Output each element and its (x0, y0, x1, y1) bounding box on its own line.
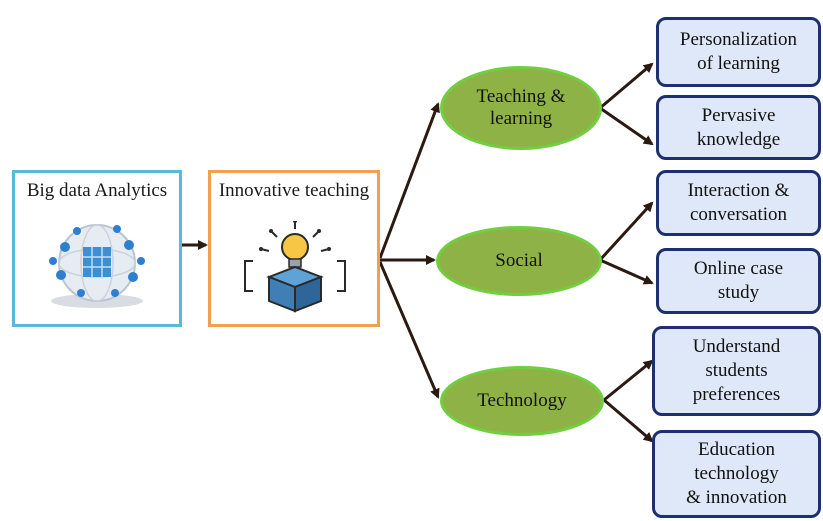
category-label: Technology (477, 390, 567, 411)
arrow-to-pervasive (599, 106, 654, 146)
category-label: Teaching & learning (476, 86, 566, 129)
leaf-label: Pervasive knowledge (696, 104, 781, 150)
category-technology: Technology (440, 366, 604, 436)
leaf-education-technology-innovation: Education technology & innovation (652, 430, 821, 518)
arrow-to-interaction (598, 201, 654, 262)
arrow-to-education (603, 398, 654, 443)
big-data-label: Big data Analytics (26, 180, 168, 201)
category-teaching-learning: Teaching & learning (440, 66, 602, 150)
leaf-label: Interaction & conversation (687, 180, 790, 225)
arrow-to-technology (378, 261, 440, 399)
leaf-interaction-conversation: Interaction & conversation (656, 170, 821, 236)
leaf-label: Education technology & innovation (686, 439, 787, 508)
arrow-to-personalization (599, 62, 654, 110)
big-data-box: Big data Analytics (12, 170, 182, 327)
leaf-personalization-of-learning: Personalization of learning (656, 17, 821, 87)
innovative-teaching-label: Innovative teaching (218, 180, 370, 201)
leaf-label: Understand students preferences (692, 336, 781, 405)
arrow-to-teaching (378, 102, 440, 259)
leaf-understand-students-preferences: Understand students preferences (652, 326, 821, 416)
category-label: Social (495, 250, 543, 271)
leaf-label: Online case study (693, 258, 784, 303)
arrow-to-understand (603, 359, 654, 402)
leaf-label: Personalization of learning (679, 29, 798, 74)
arrow-to-online-case (599, 258, 654, 285)
big-data-globe-icon (49, 224, 145, 308)
innovative-teaching-box: Innovative teaching (208, 170, 380, 327)
leaf-pervasive-knowledge: Pervasive knowledge (656, 95, 821, 160)
category-social: Social (436, 226, 602, 296)
lightbulb-box-icon (244, 221, 346, 313)
leaf-online-case-study: Online case study (656, 248, 821, 314)
